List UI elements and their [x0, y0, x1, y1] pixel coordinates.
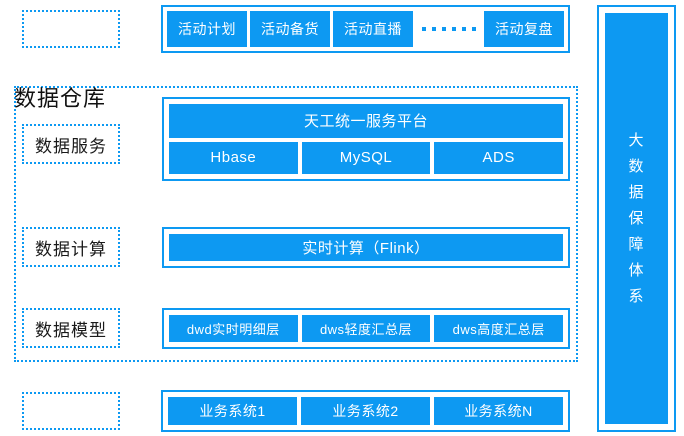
model-tile-dws-high[interactable]: dws高度汇总层: [434, 315, 564, 342]
data-model-panel: dwd实时明细层 dws轻度汇总层 dws高度汇总层: [162, 308, 570, 349]
guarantee-char: 保: [628, 209, 645, 227]
data-compute-panel: 实时计算（Flink）: [162, 227, 570, 268]
layer-label-data-compute: 数据计算: [22, 227, 120, 267]
activity-tile-plan[interactable]: 活动计划: [167, 11, 247, 47]
big-data-guarantee-panel: 大 数 据 保 障 体 系: [597, 5, 676, 432]
data-service-panel: 天工统一服务平台 Hbase MySQL ADS: [162, 97, 570, 181]
service-tile-ads[interactable]: ADS: [434, 141, 564, 174]
layer-label-data-model: 数据模型: [22, 308, 120, 348]
compute-tile-flink[interactable]: 实时计算（Flink）: [169, 234, 563, 261]
bottom-left-empty-placeholder: [22, 392, 120, 430]
service-store-row: Hbase MySQL ADS: [169, 141, 564, 174]
service-platform-tile[interactable]: 天工统一服务平台: [169, 104, 563, 138]
guarantee-char: 障: [628, 235, 645, 253]
ellipsis-dot: [421, 27, 426, 31]
activity-tiles-panel: 活动计划 活动备货 活动直播 活动复盘: [161, 5, 570, 53]
activity-tile-review[interactable]: 活动复盘: [484, 11, 564, 47]
model-tile-dwd[interactable]: dwd实时明细层: [169, 315, 298, 342]
activity-tile-live[interactable]: 活动直播: [333, 11, 413, 47]
guarantee-char: 数: [628, 157, 645, 175]
business-tile-n[interactable]: 业务系统N: [434, 397, 563, 425]
ellipsis-dot: [431, 27, 436, 31]
ellipsis-dot: [441, 27, 446, 31]
big-data-guarantee-bar[interactable]: 大 数 据 保 障 体 系: [605, 13, 668, 424]
data-warehouse-title: 数据仓库: [14, 86, 107, 111]
business-tile-1[interactable]: 业务系统1: [168, 397, 297, 425]
business-tile-2[interactable]: 业务系统2: [301, 397, 430, 425]
ellipsis-dot: [471, 27, 476, 31]
guarantee-char: 据: [628, 183, 645, 201]
ellipsis-dots: [416, 11, 481, 47]
guarantee-char: 大: [628, 131, 645, 149]
top-left-empty-placeholder: [22, 10, 120, 48]
activity-tile-stock[interactable]: 活动备货: [250, 11, 330, 47]
ellipsis-dot: [461, 27, 466, 31]
ellipsis-dot: [451, 27, 456, 31]
service-tile-hbase[interactable]: Hbase: [169, 141, 298, 174]
service-tile-mysql[interactable]: MySQL: [301, 141, 431, 174]
guarantee-char: 系: [628, 287, 645, 305]
business-systems-panel: 业务系统1 业务系统2 业务系统N: [161, 390, 570, 432]
guarantee-char: 体: [628, 261, 645, 279]
layer-label-data-service: 数据服务: [22, 124, 120, 164]
model-tile-dws-light[interactable]: dws轻度汇总层: [301, 315, 431, 342]
